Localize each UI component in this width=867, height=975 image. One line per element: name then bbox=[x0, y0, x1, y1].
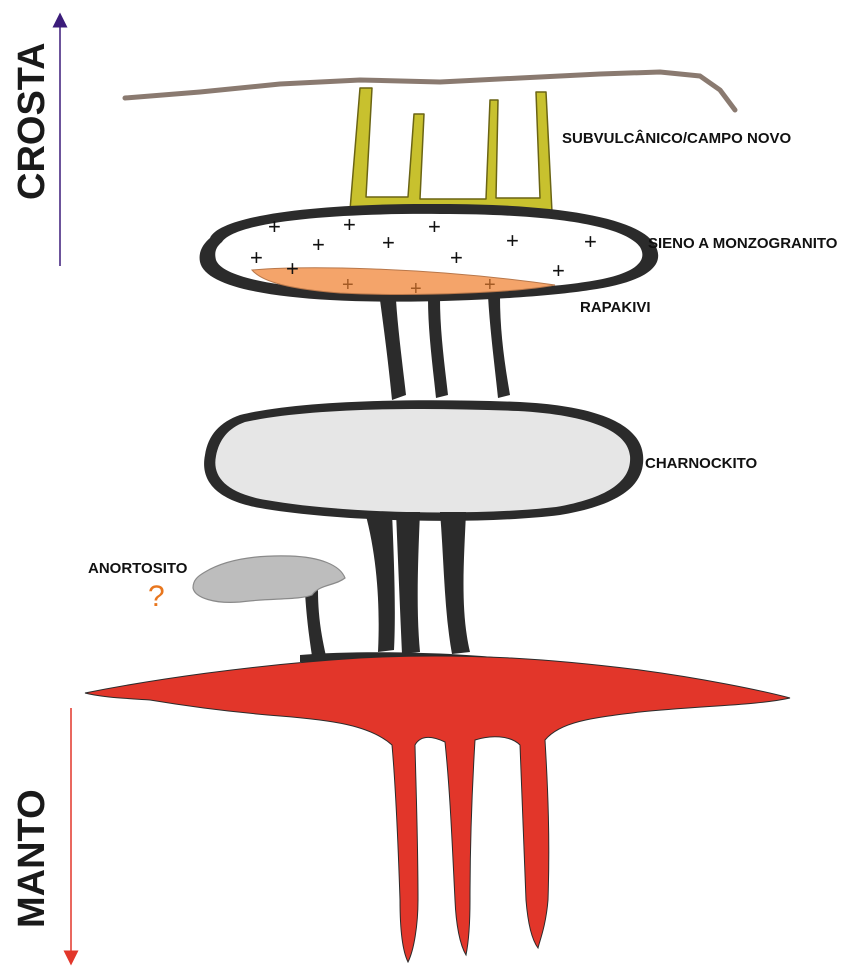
svg-text:+: + bbox=[428, 214, 441, 239]
svg-text:+: + bbox=[342, 274, 354, 296]
subvulcanico-label: SUBVULCÂNICO/CAMPO NOVO bbox=[562, 129, 792, 147]
svg-text:+: + bbox=[552, 258, 565, 283]
anorthosite-body bbox=[193, 556, 345, 603]
svg-text:+: + bbox=[450, 245, 463, 270]
anortosito-label: ANORTOSITO bbox=[88, 560, 188, 577]
crosta-label: CROSTA bbox=[11, 42, 53, 200]
rapakivi-label: RAPAKIVI bbox=[580, 299, 651, 316]
svg-text:+: + bbox=[410, 278, 422, 300]
svg-text:+: + bbox=[312, 232, 325, 257]
charnockito-label: CHARNOCKITO bbox=[645, 455, 758, 472]
svg-text:+: + bbox=[584, 229, 597, 254]
svg-text:+: + bbox=[484, 274, 496, 296]
sieno-label: SIENO A MONZOGRANITO bbox=[648, 235, 838, 252]
manto-label: MANTO bbox=[11, 789, 53, 928]
charnockite-body bbox=[204, 400, 643, 521]
mantle-magma bbox=[85, 656, 790, 962]
svg-text:+: + bbox=[506, 228, 519, 253]
surface-line bbox=[125, 72, 735, 110]
svg-text:+: + bbox=[286, 256, 299, 281]
svg-text:+: + bbox=[268, 214, 281, 239]
upper-feeder-dikes bbox=[380, 296, 510, 400]
svg-text:+: + bbox=[250, 245, 263, 270]
svg-text:+: + bbox=[382, 230, 395, 255]
svg-text:+: + bbox=[343, 212, 356, 237]
subvolcanic-dikes bbox=[350, 88, 552, 212]
anortosito-question-mark: ? bbox=[148, 580, 165, 613]
lower-feeder-dikes bbox=[300, 512, 520, 662]
